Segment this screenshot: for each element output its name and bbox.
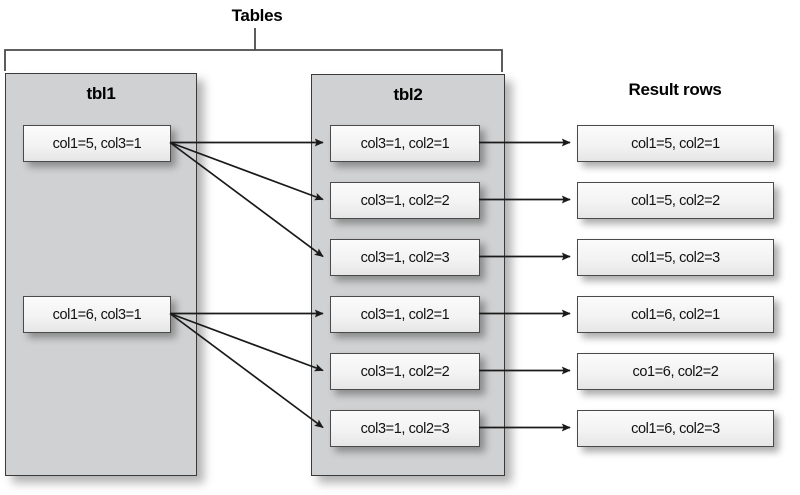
- result-row: col1=5, col2=1: [577, 125, 774, 162]
- tbl2-row-label: col3=1, col2=2: [360, 192, 450, 209]
- result-row-label: co1=6, col2=2: [632, 363, 719, 380]
- tbl2-row-label: col3=1, col2=2: [360, 363, 450, 380]
- tables-bracket: [4, 49, 503, 72]
- tbl1-row-label: col1=5, col3=1: [52, 135, 142, 152]
- tbl2-row: col3=1, col2=1: [330, 296, 480, 333]
- tbl2-row: col3=1, col2=3: [330, 239, 480, 276]
- tables-group-label: Tables: [231, 6, 283, 25]
- tbl2-row-label: col3=1, col2=3: [360, 420, 450, 437]
- result-row: col1=6, col2=3: [577, 410, 774, 447]
- tbl1-row: col1=5, col3=1: [23, 125, 171, 162]
- tbl2-row: col3=1, col2=2: [330, 182, 480, 219]
- tbl2-row-label: col3=1, col2=1: [360, 306, 450, 323]
- tbl1-row-label: col1=6, col3=1: [52, 306, 142, 323]
- tbl2-row-label: col3=1, col2=3: [360, 249, 450, 266]
- tbl2-row: col3=1, col2=3: [330, 410, 480, 447]
- result-row: col1=6, col2=1: [577, 296, 774, 333]
- tbl2-row: col3=1, col2=1: [330, 125, 480, 162]
- result-row-label: col1=5, col2=1: [631, 135, 720, 152]
- result-row-label: col1=5, col2=3: [631, 249, 720, 266]
- result-row-label: col1=5, col2=2: [631, 192, 720, 209]
- result-row: col1=5, col2=3: [577, 239, 774, 276]
- tbl1-row: col1=6, col3=1: [23, 296, 171, 333]
- result-row: co1=6, col2=2: [577, 353, 774, 390]
- tbl2-row: col3=1, col2=2: [330, 353, 480, 390]
- result-row-label: col1=6, col2=1: [631, 306, 720, 323]
- table-panel-title-tbl2: tbl2: [393, 85, 423, 104]
- result-row-label: col1=6, col2=3: [631, 420, 720, 437]
- table-panel-title-tbl1: tbl1: [86, 84, 116, 103]
- tbl2-row-label: col3=1, col2=1: [360, 135, 450, 152]
- result-row: col1=5, col2=2: [577, 182, 774, 219]
- result-rows-label: Result rows: [628, 80, 722, 99]
